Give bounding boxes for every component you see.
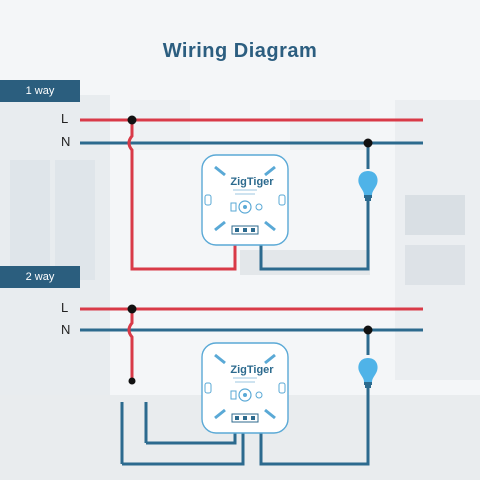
load-wire-2 — [259, 385, 370, 466]
live-junction-2 — [127, 304, 137, 314]
two-way-circuit — [80, 304, 423, 466]
brand-label-1: ZigTiger — [230, 176, 274, 188]
neutral-label-2: N — [61, 322, 71, 337]
neutral-label-1: N — [61, 134, 71, 149]
dimmer-module-2 — [200, 341, 290, 435]
two-way-tag: 2 way — [0, 266, 80, 288]
bulb-icon-1 — [358, 171, 378, 201]
load-wire-1 — [259, 198, 370, 271]
neutral-junction-2 — [363, 325, 373, 335]
one-way-tag: 1 way — [0, 80, 80, 102]
live-drop-1 — [127, 120, 237, 271]
page-title: Wiring Diagram — [162, 40, 318, 62]
dimmer-module-1 — [200, 153, 290, 247]
live-drop-2 — [127, 309, 134, 381]
live-label-2: L — [61, 300, 69, 315]
bulb-icon-2 — [358, 358, 378, 388]
live-label-1: L — [61, 111, 69, 126]
neutral-junction-1 — [363, 138, 373, 148]
brand-label-2: ZigTiger — [230, 364, 274, 376]
one-way-circuit — [80, 115, 423, 271]
live-junction-1 — [127, 115, 137, 125]
